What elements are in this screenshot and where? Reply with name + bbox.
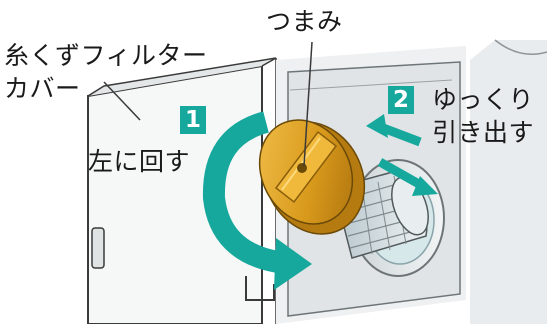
knob	[258, 119, 366, 235]
pull-out-label-line1: ゆっくり	[432, 85, 535, 114]
cover-leader-line	[103, 81, 141, 121]
filter-cover	[87, 57, 277, 325]
cover-latch	[91, 227, 105, 269]
step-1-badge: 1	[180, 106, 206, 134]
filter-cover-label-line2: カバー	[4, 74, 81, 103]
curved-rotate-arrow-icon	[202, 111, 312, 290]
knob-leader-line	[303, 41, 313, 167]
double-diagonal-arrow-icon	[366, 114, 438, 196]
filter-cover-label-line1: 糸くずフィルター	[4, 41, 208, 70]
pull-out-label-line2: 引き出す	[432, 118, 535, 147]
machine-body	[470, 40, 547, 324]
knob-pointer-dot	[297, 163, 307, 173]
rotate-left-label: 左に回す	[88, 147, 191, 176]
knob-label: つまみ	[266, 7, 343, 36]
step-2-badge: 2	[388, 86, 414, 114]
